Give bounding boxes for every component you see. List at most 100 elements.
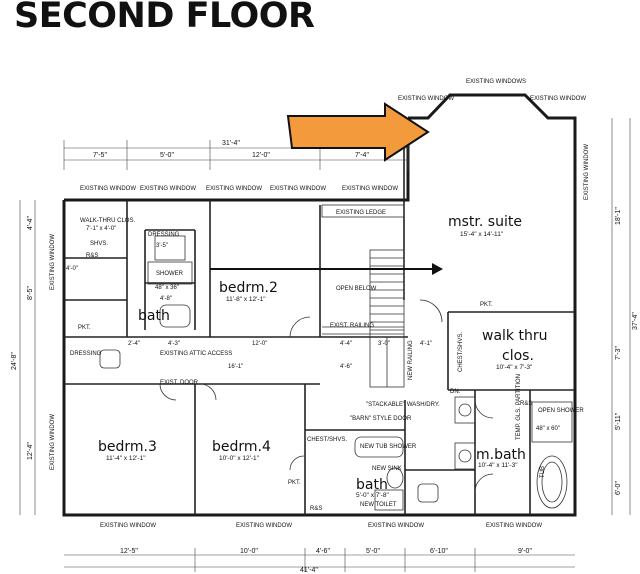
- room-bedrm2-size: 11'-8" x 12'-1": [226, 296, 266, 303]
- room-bath2-size: 5'-0" x 7'-8": [356, 492, 389, 499]
- room-labels: mstr. suite 15'-4" x 14'-11" bedrm.2 11'…: [98, 214, 547, 499]
- label-new-sink: NEW SINK: [372, 466, 402, 472]
- room-bath: bath: [138, 308, 170, 324]
- doors: [159, 299, 494, 493]
- label-existing-window-v1: EXISTING WINDOW: [50, 234, 56, 290]
- dim-right-2: 7'-3": [615, 346, 622, 360]
- label-existing-window-5: EXISTING WINDOW: [342, 186, 398, 192]
- annotations: EXISTING WINDOWS EXISTING WINDOW EXISTIN…: [70, 79, 586, 529]
- label-existing-attic-access: EXISTING ATTIC ACCESS: [160, 351, 232, 357]
- highlight-arrow: [286, 102, 430, 162]
- label-stackable: "STACKABLE" WASH/DRY.: [366, 402, 440, 408]
- label-dressing-left: DRESSING: [70, 351, 102, 357]
- dim-misc-8: 2'-4": [128, 341, 140, 347]
- label-walk-thru-clos-small-size: 7'-1" x 4'-0": [86, 226, 116, 232]
- room-walk-thru: walk thru: [482, 328, 547, 344]
- dim-top-1: 7'-5": [93, 152, 107, 159]
- label-existing-window-8: EXISTING WINDOW: [368, 523, 424, 529]
- label-exist-railing: EXIST. RAILING: [330, 323, 374, 329]
- dim-right-1: 18'-1": [615, 207, 622, 225]
- dim-bottom-3: 4'-6": [316, 548, 330, 555]
- pointer-arrow: [210, 263, 443, 275]
- label-tempered-glass: TEMP. GLS. PARTITION: [516, 374, 522, 440]
- room-mstr-suite: mstr. suite: [448, 214, 522, 230]
- label-existing-ledge: EXISTING LEDGE: [336, 210, 386, 216]
- label-barn-door: "BARN" STYLE DOOR: [350, 416, 412, 422]
- dim-left-1: 4'-4": [27, 216, 34, 230]
- room-bedrm3: bedrm.3: [98, 439, 157, 455]
- label-new-railing: NEW RAILING: [408, 340, 414, 380]
- page-title: SECOND FLOOR: [14, 0, 315, 36]
- room-bedrm4: bedrm.4: [212, 439, 271, 455]
- room-bedrm4-size: 10'-0" x 12'-1": [219, 455, 260, 462]
- dim-misc-2: 16'-1": [228, 364, 243, 370]
- dim-bottom-5: 6'-10": [430, 548, 448, 555]
- dim-top-2: 5'-0": [160, 152, 174, 159]
- dim-left-3: 12'-4": [27, 442, 34, 460]
- dim-right-4: 6'-0": [615, 481, 622, 495]
- label-r-s-1: R&S: [86, 253, 98, 259]
- label-existing-window-2: EXISTING WINDOW: [140, 186, 196, 192]
- label-existing-window-v3: EXISTING WINDOW: [584, 144, 590, 200]
- room-mstr-suite-size: 15'-4" x 14'-11": [460, 231, 504, 238]
- label-existing-window-v2: EXISTING WINDOW: [50, 414, 56, 470]
- dim-right-3: 5'-11": [615, 412, 622, 430]
- label-existing-window-4: EXISTING WINDOW: [270, 186, 326, 192]
- label-pkt-2: PKT.: [78, 325, 91, 331]
- dim-misc-1: 12'-0": [252, 341, 267, 347]
- room-bedrm3-size: 11'-4" x 12'-1": [106, 455, 146, 462]
- dim-bottom-2: 10'-0": [240, 548, 258, 555]
- stairs: [369, 249, 405, 388]
- label-exist-door: EXIST. DOOR: [160, 380, 199, 386]
- label-pkt-1: PKT.: [480, 302, 493, 308]
- label-existing-window-6: EXISTING WINDOW: [100, 523, 156, 529]
- dim-misc-9: 4'-0": [66, 266, 78, 272]
- label-open-shower-size: 48" x 60": [536, 426, 560, 432]
- label-open-shower: OPEN SHOWER: [538, 408, 584, 414]
- dim-misc-4: 4'-6": [340, 364, 352, 370]
- room-bedrm2: bedrm.2: [219, 280, 278, 296]
- label-walk-thru-clos-small: WALK-THRU CLOS.: [80, 218, 135, 224]
- dim-bottom-4: 5'-0": [366, 548, 380, 555]
- dim-top-3: 12'-0": [252, 152, 270, 159]
- dim-misc-10: 3'-5": [156, 243, 168, 249]
- room-walk-thru-size: 10'-4" x 7'-3": [496, 364, 533, 371]
- dim-overall-bottom: 41'-4": [300, 567, 318, 574]
- dim-misc-3: 4'-4": [340, 341, 352, 347]
- dim-top-4: 7'-4": [355, 152, 369, 159]
- dim-misc-7: 4'-3": [168, 341, 180, 347]
- dim-bottom-1: 12'-5": [120, 548, 138, 555]
- label-r-s-3: R&S: [310, 506, 322, 512]
- label-r-s-2: R&S: [520, 401, 532, 407]
- label-dressing-top: DRESSING: [148, 232, 180, 238]
- dimension-text: 31'-4" 7'-5" 5'-0" 12'-0" 7'-4" 41'-4" 1…: [11, 140, 639, 574]
- label-new-tub-shower: NEW TUB SHOWER: [360, 444, 417, 450]
- room-walk-thru-clos: clos.: [502, 348, 534, 364]
- dim-misc-11: 4'-8": [160, 296, 172, 302]
- room-mbath-size: 10'-4" x 11'-3": [478, 462, 518, 469]
- label-existing-window-9: EXISTING WINDOW: [486, 523, 542, 529]
- label-existing-windows: EXISTING WINDOWS: [466, 79, 526, 85]
- label-tub: TUB: [540, 466, 546, 478]
- label-chest-shvs: CHEST/SHVS.: [307, 437, 347, 443]
- dim-bottom-6: 9'-0": [518, 548, 532, 555]
- label-shvs: SHVS.: [90, 241, 108, 247]
- label-existing-window-left: EXISTING WINDOW: [398, 96, 454, 102]
- label-open-below: OPEN BELOW: [336, 286, 377, 292]
- vertical-labels: NEW RAILING CHEST/SHVS. TEMP. GLS. PARTI…: [50, 144, 590, 478]
- dimension-lines: [19, 118, 631, 572]
- dim-right-overall: 37'-4": [632, 312, 639, 330]
- label-shower-size: 48" x 36": [155, 285, 179, 291]
- label-existing-window-1: EXISTING WINDOW: [80, 186, 136, 192]
- label-new-toilet: NEW TOILET: [360, 502, 397, 508]
- label-existing-window-3: EXISTING WINDOW: [206, 186, 262, 192]
- interior-walls: [64, 200, 575, 515]
- label-pkt-3: PKT.: [288, 480, 301, 486]
- fixtures: [99, 235, 573, 511]
- room-bath2: bath: [356, 477, 388, 493]
- dim-left-2: 8'-5": [27, 286, 34, 300]
- label-dn: DN.: [450, 389, 461, 395]
- label-existing-window-7: EXISTING WINDOW: [236, 523, 292, 529]
- room-mbath: m.bath: [476, 447, 526, 463]
